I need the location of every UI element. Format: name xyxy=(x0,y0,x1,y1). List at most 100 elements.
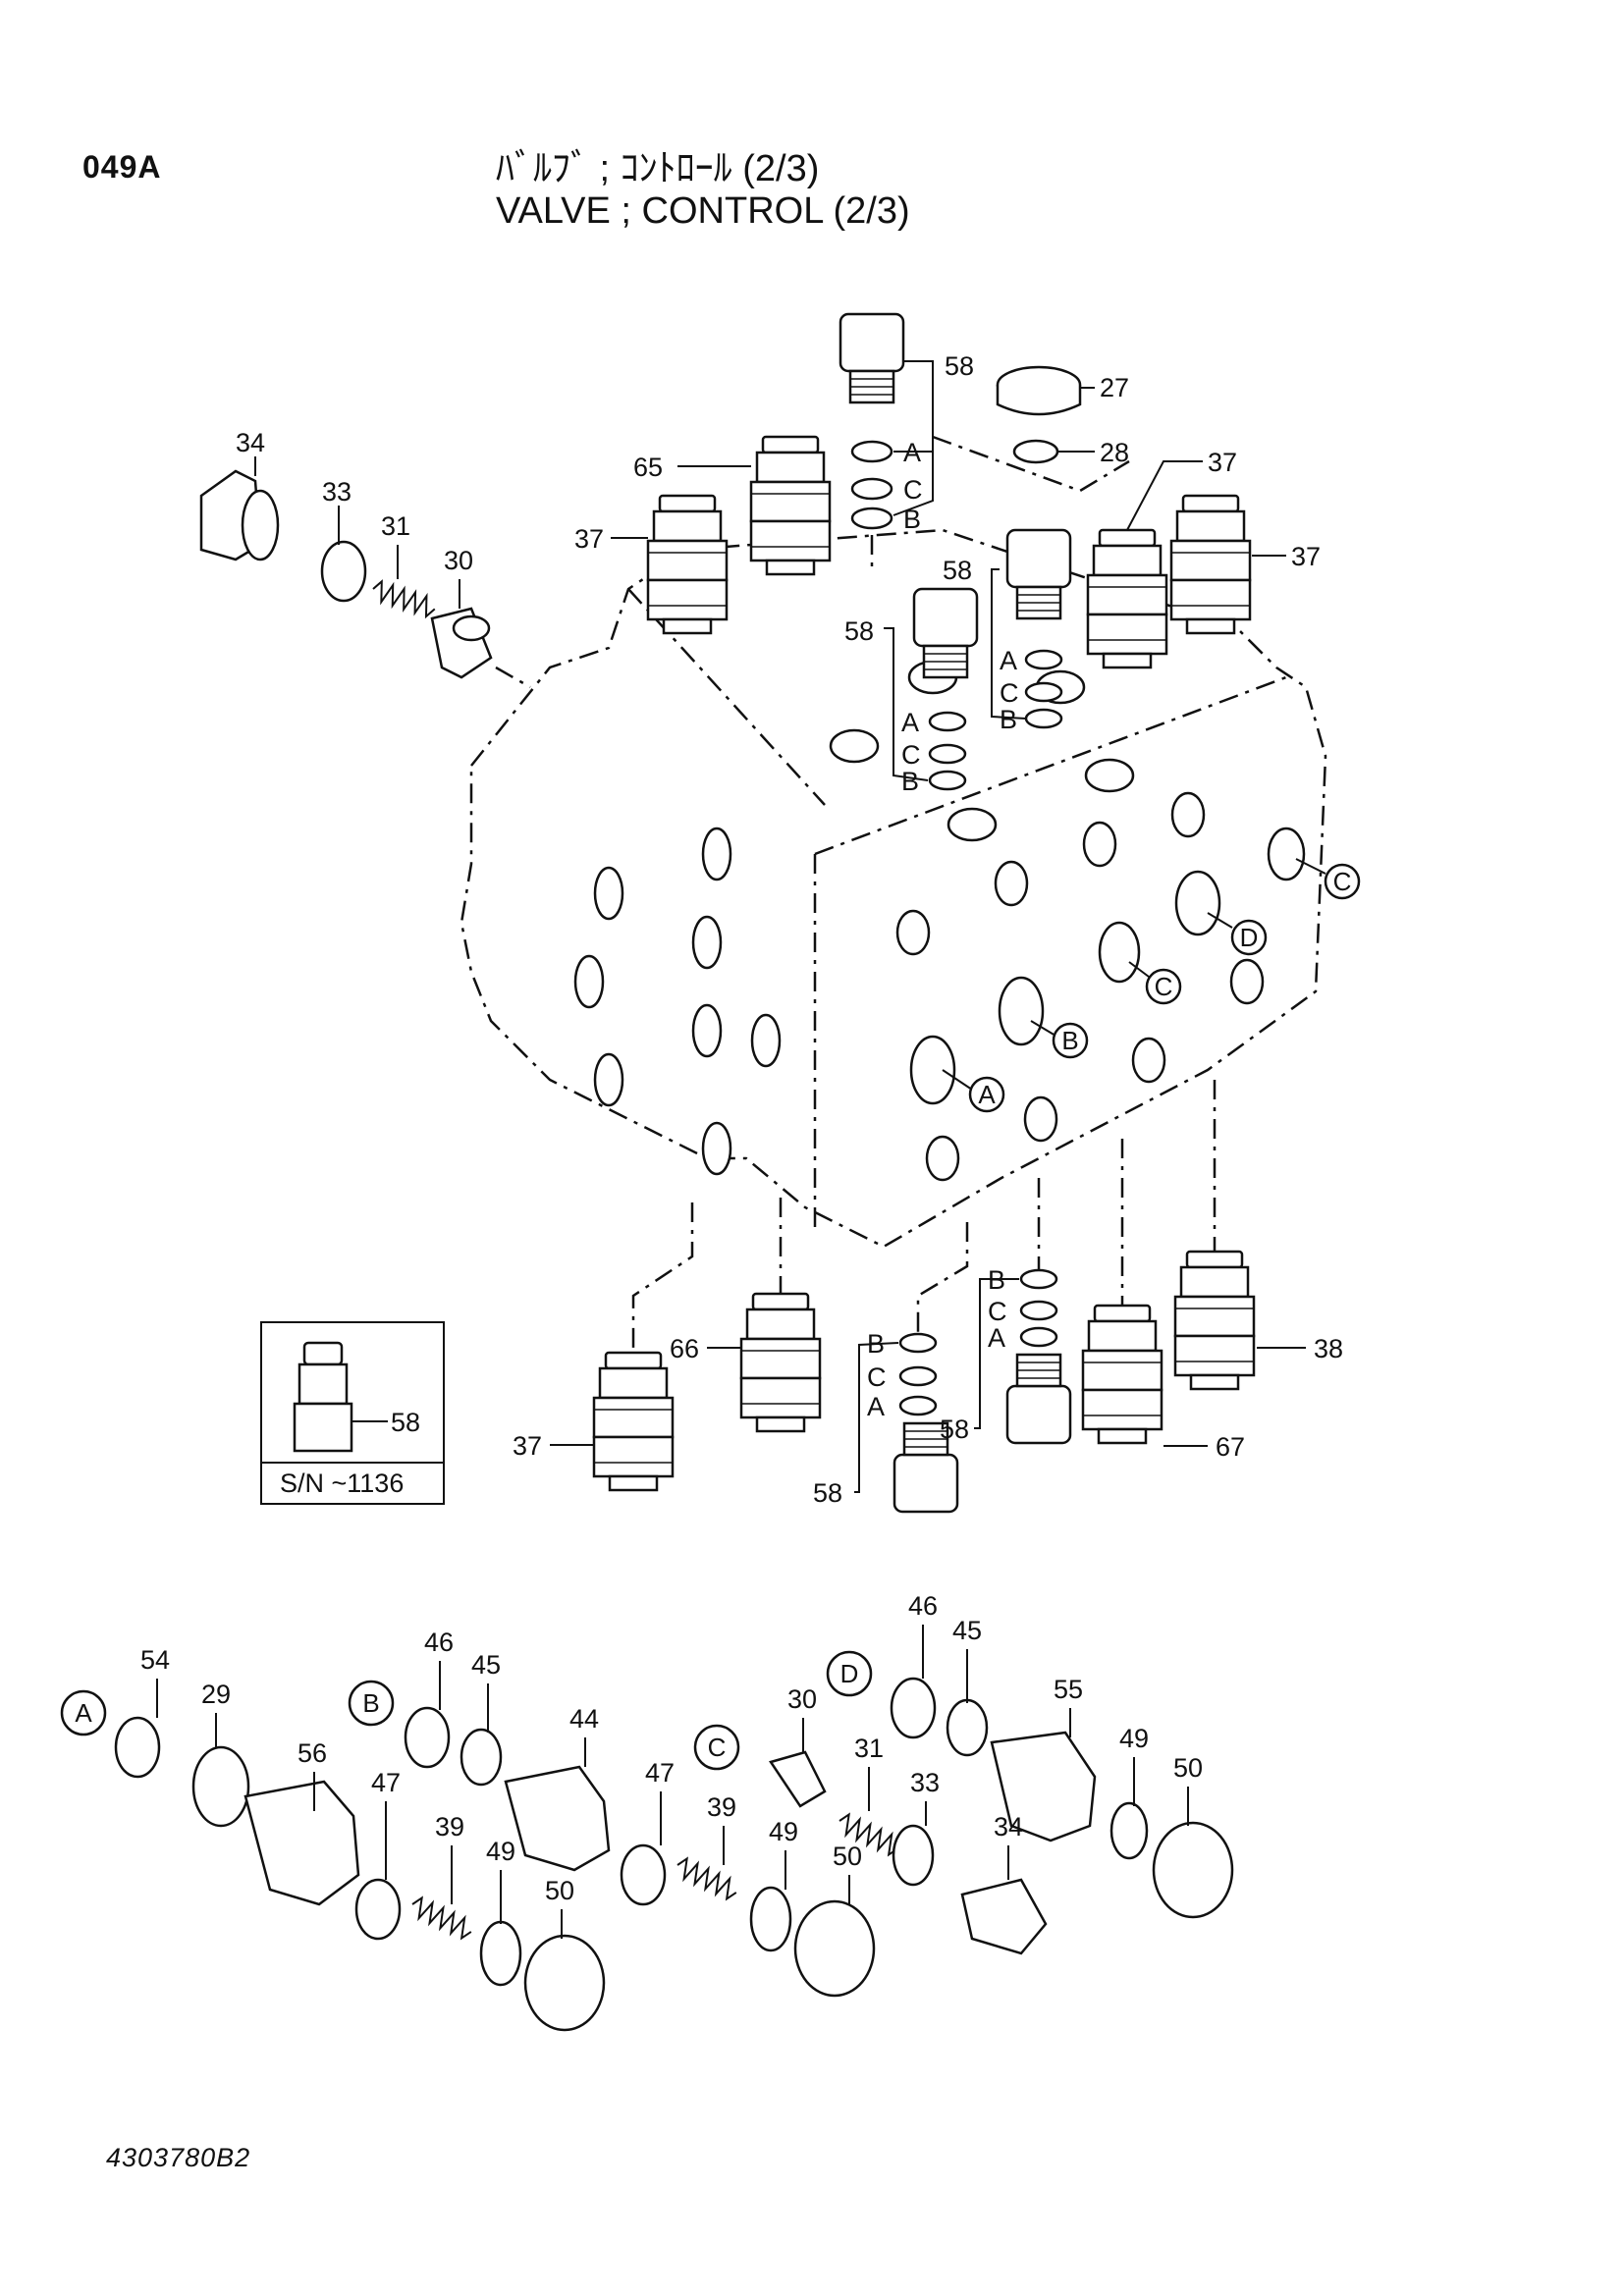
callout-30-top: 30 xyxy=(444,546,473,575)
seal-stack-mid-left xyxy=(928,711,967,791)
callout-58-mid-right: 58 xyxy=(943,556,972,585)
callout-37-left: 37 xyxy=(574,524,604,554)
seal-letter-a-mid-left: A xyxy=(901,708,919,737)
relief-valve-37-right xyxy=(1169,494,1252,635)
callout-58-bot-right: 58 xyxy=(940,1415,969,1444)
callout-54: 54 xyxy=(140,1645,170,1675)
spool-port-b-label: B xyxy=(362,1688,379,1718)
callout-37-right-top: 37 xyxy=(1208,448,1237,477)
seal-letter-a-bot-left: A xyxy=(867,1392,885,1421)
seal-letter-c-mid-left: C xyxy=(901,740,921,770)
o-ring-33-top xyxy=(320,540,367,603)
callout-50-a: 50 xyxy=(545,1876,574,1905)
plug-58-bot-right xyxy=(1005,1353,1072,1445)
callout-47-a: 47 xyxy=(371,1768,401,1797)
plug-58-mid-left xyxy=(912,587,979,679)
spool-assembly-b: B xyxy=(348,1680,876,1998)
callout-58-bot-left: 58 xyxy=(813,1478,842,1508)
callouts-lower: 37 66 67 38 58 B C A 58 B C A xyxy=(513,1265,1343,1508)
inset-serial-note: S/N ~1136 xyxy=(280,1468,404,1498)
seal-letter-a-top: A xyxy=(903,438,921,467)
callouts-bottom: 54 29 56 47 39 49 50 46 45 44 47 39 49 5… xyxy=(140,1591,1203,1939)
callout-37-bottom: 37 xyxy=(513,1431,542,1461)
callout-65: 65 xyxy=(633,453,663,482)
callout-34-c: 34 xyxy=(994,1812,1023,1842)
callout-49-a: 49 xyxy=(486,1837,515,1866)
spool-assembly-a: A xyxy=(60,1689,606,2032)
callout-47-b: 47 xyxy=(645,1758,675,1788)
spool-port-a-label: A xyxy=(75,1698,92,1728)
callout-67: 67 xyxy=(1216,1432,1245,1462)
inset-box: 58 S/N ~1136 xyxy=(260,1321,445,1505)
port-label-c2: C xyxy=(1333,867,1352,896)
title-english: VALVE ; CONTROL (2/3) xyxy=(496,190,910,232)
seal-letter-a-mid-right: A xyxy=(1000,646,1017,675)
callout-46-b: 46 xyxy=(424,1628,454,1657)
relief-valve-65 xyxy=(749,435,832,576)
page-code: 049A xyxy=(82,149,162,185)
spring-31-top xyxy=(368,578,439,619)
callout-39-a: 39 xyxy=(435,1812,464,1842)
relief-valve-37-right-top xyxy=(1086,528,1168,669)
relief-valve-37-left xyxy=(646,494,729,635)
callout-45-d: 45 xyxy=(952,1616,982,1645)
callout-28: 28 xyxy=(1100,438,1129,467)
port-label-d: D xyxy=(1240,923,1259,952)
plug-34-top xyxy=(199,469,280,561)
callout-33-c: 33 xyxy=(910,1768,940,1797)
seal-letter-c-bot-left: C xyxy=(867,1362,887,1392)
callout-44: 44 xyxy=(569,1704,599,1734)
seal-letter-b-mid-right: B xyxy=(1000,705,1017,734)
seal-stack-mid-right xyxy=(1024,649,1063,729)
document-number: 4303780B2 xyxy=(106,2143,251,2172)
callout-37-right: 37 xyxy=(1291,542,1321,571)
o-ring-28 xyxy=(1012,439,1059,464)
callout-39-b: 39 xyxy=(707,1792,736,1822)
seal-stack-bot-left xyxy=(898,1332,938,1416)
callout-50-b: 50 xyxy=(833,1842,862,1871)
callout-31-top: 31 xyxy=(381,511,410,541)
seal-letter-b-mid-left: B xyxy=(901,767,919,796)
callouts-upper: 58 A C B 27 28 65 37 37 37 58 A C B 58 A… xyxy=(236,351,1321,796)
seal-letter-c-bot-right: C xyxy=(988,1297,1007,1326)
seal-letter-b-bot-right: B xyxy=(988,1265,1005,1295)
callout-55: 55 xyxy=(1054,1675,1083,1704)
relief-valve-37-bottom xyxy=(592,1351,675,1492)
callout-33-top: 33 xyxy=(322,477,352,507)
seal-stack-top xyxy=(850,440,893,530)
relief-valve-66 xyxy=(739,1292,822,1433)
callout-58-mid-left: 58 xyxy=(844,616,874,646)
seal-letter-b-bot-left: B xyxy=(867,1329,885,1359)
callout-50-d: 50 xyxy=(1173,1753,1203,1783)
seal-stack-bot-right xyxy=(1019,1268,1058,1348)
cap-27 xyxy=(996,365,1082,416)
inset-part-label: 58 xyxy=(391,1408,420,1437)
seal-letter-c-mid-right: C xyxy=(1000,678,1019,708)
spool-port-c-label: C xyxy=(708,1733,727,1762)
plug-58-mid-right xyxy=(1005,528,1072,620)
callout-46-d: 46 xyxy=(908,1591,938,1621)
callout-31-c: 31 xyxy=(854,1734,884,1763)
callout-30-c: 30 xyxy=(787,1684,817,1714)
callout-49-d: 49 xyxy=(1119,1724,1149,1753)
plug-58-top xyxy=(839,312,905,404)
callout-38: 38 xyxy=(1314,1334,1343,1363)
port-label-c: C xyxy=(1155,972,1173,1001)
callout-49-b: 49 xyxy=(769,1817,798,1846)
callout-58-top: 58 xyxy=(945,351,974,381)
callout-56: 56 xyxy=(298,1738,327,1768)
seal-letter-a-bot-right: A xyxy=(988,1323,1005,1353)
callout-27: 27 xyxy=(1100,373,1129,402)
poppet-30-top xyxy=(430,607,493,679)
seal-letter-b-top: B xyxy=(903,505,921,534)
installation-lines xyxy=(631,435,1217,1353)
valve-body xyxy=(460,528,1327,1249)
callout-45-b: 45 xyxy=(471,1650,501,1680)
callout-29: 29 xyxy=(201,1680,231,1709)
port-label-b: B xyxy=(1061,1026,1078,1055)
callout-34-top: 34 xyxy=(236,428,265,457)
spool-assembly-c: C xyxy=(693,1724,1048,1955)
spool-assembly-d: D xyxy=(826,1650,1234,1919)
title-japanese: ﾊﾞﾙﾌﾞ ; ｺﾝﾄﾛｰﾙ (2/3) xyxy=(496,148,820,189)
